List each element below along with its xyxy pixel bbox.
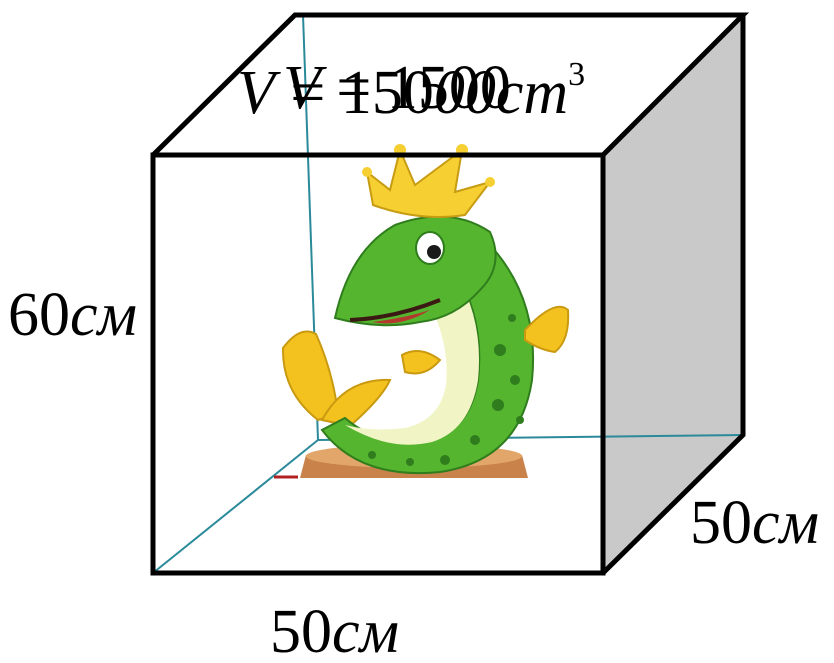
- box-top-face: [153, 15, 743, 155]
- crown-icon: [365, 146, 493, 219]
- box-side-face: [603, 15, 743, 573]
- side-fin: [524, 305, 570, 354]
- fish-head: [333, 215, 497, 327]
- depth-label: 50см: [690, 489, 819, 557]
- fish-spots: [368, 314, 524, 466]
- width-label: 50см: [270, 598, 399, 663]
- volume-label-b: V = 1500: [283, 54, 511, 122]
- box-edges: [150, 12, 750, 576]
- hidden-edge-diagonal: [152, 439, 319, 574]
- fish-king-illustration: [281, 144, 570, 478]
- side-edges: [601, 15, 746, 575]
- front-face: [150, 152, 606, 576]
- height-label: 60см: [8, 281, 137, 349]
- volume-label-a: V = 15000cm3: [237, 56, 585, 127]
- fish-mouth: [349, 298, 441, 322]
- top-edges: [151, 12, 750, 157]
- tail-fin: [281, 330, 340, 422]
